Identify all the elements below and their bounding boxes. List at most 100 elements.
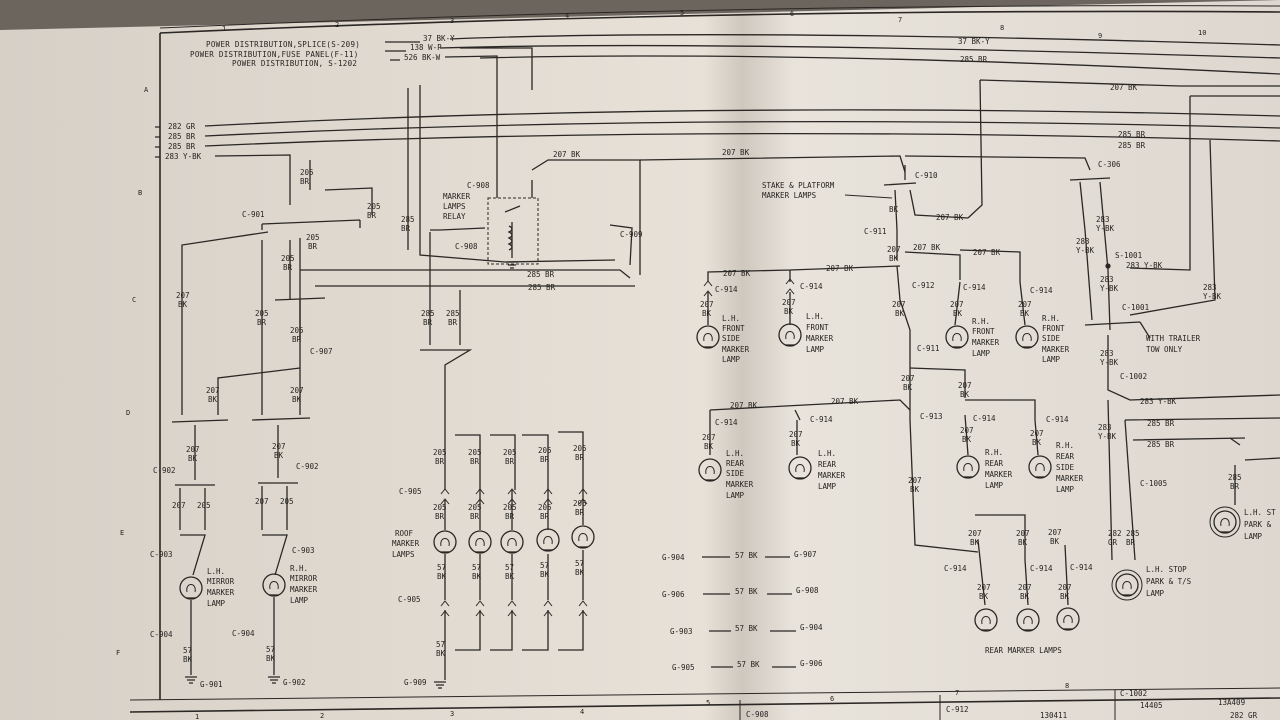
roof2-brb: BR (470, 512, 480, 521)
bus-282: 282 GR (168, 122, 196, 131)
roof-lamp-5: 205 BR 205 BR 57 BK (558, 444, 595, 651)
sheet-border (129, 5, 1280, 713)
footer-282gr: 282 GR (1230, 711, 1258, 720)
lamp-lhst-3: LAMP (1244, 532, 1263, 541)
roof2-br: BR (470, 457, 480, 466)
col-3: 3 (450, 17, 454, 25)
wire-57-lm: 57 (183, 646, 192, 655)
lamp-rhr-2: REAR (985, 459, 1004, 468)
tt-ybk-h: Y-BK (1098, 432, 1117, 441)
row-f: F (116, 649, 120, 657)
lamp-lhf-1: L.H. (806, 312, 824, 321)
footer-c1002: C-1002 (1120, 689, 1147, 698)
roof4-bk: BK (540, 570, 550, 579)
rm-c914-b: C-914 (1030, 564, 1053, 573)
bus-285-right2: 285 BR (1118, 141, 1146, 150)
wire-207-c907r: 207 (290, 386, 304, 395)
roof3-57: 57 (505, 563, 514, 572)
rm-207-f: 207 (1018, 583, 1032, 592)
relay-title-3: RELAY (443, 212, 466, 221)
roof-lamp-2: 205 BR 205 BR 57 BK (455, 434, 516, 651)
stake-207-e: 207 (892, 300, 906, 309)
roof5-205: 205 (573, 444, 587, 453)
wire-205-a: 205 (300, 168, 314, 177)
bottom-col-8: 8 (1065, 682, 1069, 690)
footer-14405: 14405 (1140, 701, 1163, 710)
conn-c903-right: C-903 (292, 546, 315, 555)
conn-c306: C-306 (1098, 160, 1121, 169)
roof-lamp-4: 205 BR 205 BR 57 BK (522, 431, 584, 651)
rhfs-bk: BK (1020, 309, 1030, 318)
lamp-rhrs-2: REAR (1056, 452, 1075, 461)
source-s1202: POWER DISTRIBUTION, S-1202 (232, 59, 357, 68)
lamp-rh-mirror-1: R.H. (290, 564, 308, 573)
gp4-a: G-905 (672, 663, 695, 672)
rhr-c914: C-914 (973, 414, 996, 423)
roof5-205b: 205 (573, 499, 587, 508)
wire-285-c: 285 (401, 215, 415, 224)
lamp-rhfs-1: R.H. (1042, 314, 1060, 323)
lamp-lhfs-4: MARKER (722, 345, 750, 354)
rhrs-bk: BK (1032, 438, 1042, 447)
col-9: 9 (1098, 32, 1102, 40)
bottom-col-2: 2 (320, 712, 324, 720)
roof5-brb: BR (575, 508, 585, 517)
wire-207-left: 207 (176, 291, 190, 300)
rm-207-b: 207 (968, 529, 982, 538)
roof-lamp-1: 205 BR 205 BR 57 BK 57 BK (433, 434, 481, 680)
rm-bk-a: BK (910, 485, 920, 494)
gp2-a: G-906 (662, 590, 685, 599)
lamp-lhrs-3: SIDE (726, 469, 745, 478)
wire-br-c: BR (401, 224, 411, 233)
col-2: 2 (335, 21, 339, 29)
footer-strip: C-908 C-912 130411 C-1002 14405 13A409 2… (739, 689, 1258, 720)
splice-s1001: S-1001 (1115, 251, 1142, 260)
tt-283-e: 283 (1203, 283, 1217, 292)
rm-207-g: 207 (1058, 583, 1072, 592)
rhf-bk: BK (953, 309, 963, 318)
tt-285-a: 285 BR (1147, 419, 1175, 428)
tt-282-a: 282 (1108, 529, 1122, 538)
row-c: C (132, 296, 136, 304)
tt-285-c: 285 (1126, 529, 1140, 538)
lamp-rhfs-5: LAMP (1042, 355, 1061, 364)
mirror-lamps: 207 BK 207 BK C-902 C-902 207 205 207 20… (150, 425, 319, 689)
tt-285-b: 285 BR (1147, 440, 1175, 449)
tt-283-a: 283 (1076, 237, 1090, 246)
tt-283-g: 283 Y-BK (1140, 397, 1177, 406)
bottom-col-1: 1 (195, 713, 199, 720)
lamp-rhf-3: MARKER (972, 338, 1000, 347)
trailer-note-2: TOW ONLY (1146, 345, 1183, 354)
ground-g909: G-909 (404, 678, 427, 687)
conn-c908-top: C-908 (467, 181, 490, 190)
rm-207-e: 207 (977, 583, 991, 592)
lamp-lhf-4: LAMP (806, 345, 825, 354)
lamp-lh-mirror-1: L.H. (207, 567, 225, 576)
tt-ybk-b: Y-BK (1096, 224, 1115, 233)
source-splice: POWER DISTRIBUTION,SPLICE(S-209) (206, 40, 360, 49)
relay-title-2: LAMPS (443, 202, 466, 211)
wire-bk-c907: BK (208, 395, 218, 404)
wire-285-lower: 285 BR (528, 283, 556, 292)
lamp-lhr-3: MARKER (818, 471, 846, 480)
rm-207-d: 207 (1048, 528, 1062, 537)
rm-bk-d: BK (1050, 537, 1060, 546)
tt-ybk-d: Y-BK (1100, 284, 1119, 293)
bottom-col-4: 4 (580, 708, 584, 716)
lamp-rh-mirror-3: MARKER (290, 585, 318, 594)
roof-lamps: 285 BR 285 BR C-905 C-905 ROOF MARKER LA… (392, 232, 595, 689)
lamp-lhrs-2: REAR (726, 459, 745, 468)
row-b: B (138, 189, 142, 197)
lhr-207: 207 (789, 430, 803, 439)
roof5-br: BR (575, 453, 585, 462)
tt-283-c: 283 Y-BK (1126, 261, 1163, 270)
roof-note-3: LAMPS (392, 550, 415, 559)
lamp-lh-mirror-2: MIRROR (207, 577, 235, 586)
bus-285-right: 285 BR (1118, 130, 1146, 139)
conn-c904-right: C-904 (232, 629, 255, 638)
wire-bk-rm3: BK (266, 654, 276, 663)
lamp-rhrs-4: MARKER (1056, 474, 1084, 483)
source-fuse: POWER DISTRIBUTION,FUSE PANEL(F-11) (190, 50, 359, 59)
wire-57-rm: 57 (266, 645, 275, 654)
